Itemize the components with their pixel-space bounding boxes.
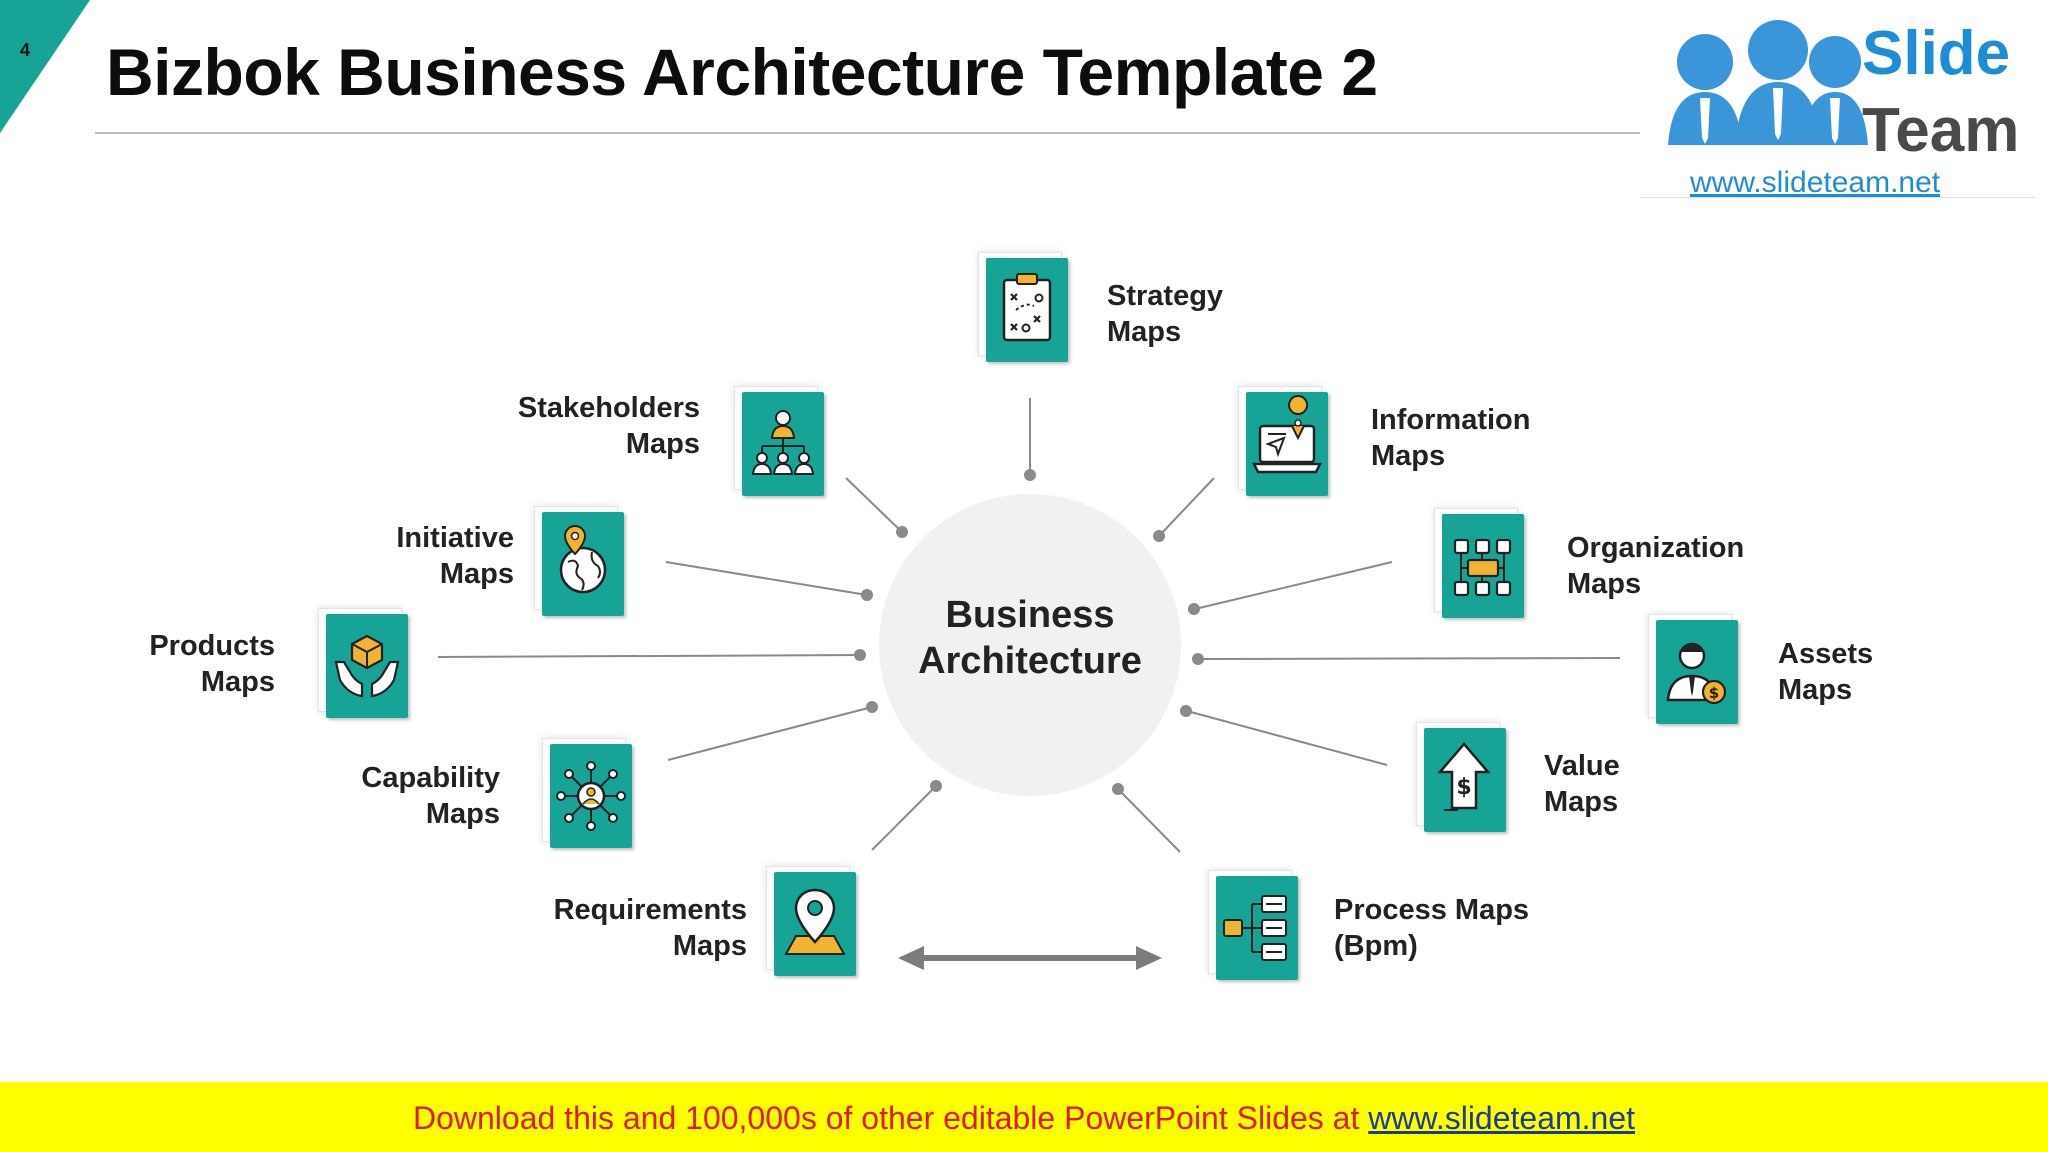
svg-text:$: $ xyxy=(1709,684,1719,702)
logo-word-slide: Slide xyxy=(1862,19,2011,88)
card-assets[interactable]: $ xyxy=(1648,614,1738,724)
connector-dot-assets xyxy=(1192,653,1204,665)
card-initiative[interactable] xyxy=(534,506,624,616)
requirements-location-pin-icon xyxy=(784,888,846,955)
label-organization: Organization Maps xyxy=(1567,530,1744,602)
footer-link[interactable]: www.slideteam.net xyxy=(1368,1100,1636,1136)
label-stakeholders-line1: Stakeholders xyxy=(517,392,700,424)
products-hands-box-icon xyxy=(334,634,400,698)
card-strategy[interactable] xyxy=(978,252,1068,362)
label-value: Value Maps xyxy=(1544,748,1620,820)
connector-dot-organization xyxy=(1188,603,1200,615)
card-products[interactable] xyxy=(318,608,408,718)
people-logo-icon xyxy=(1668,20,1868,145)
title-divider xyxy=(95,132,1640,134)
label-value-line2: Maps xyxy=(1544,786,1619,818)
double-arrow xyxy=(898,946,1162,970)
corner-tab xyxy=(0,0,90,133)
connector-capability xyxy=(667,706,873,761)
label-initiative-line1: Initiative xyxy=(396,522,514,554)
connector-dot-information xyxy=(1153,530,1165,542)
card-process[interactable] xyxy=(1208,870,1298,980)
connector-dot-process xyxy=(1112,783,1124,795)
organization-network-icon xyxy=(1453,538,1512,597)
slide-number: 4 xyxy=(20,40,31,60)
page-title: Bizbok Business Architecture Template 2 xyxy=(106,35,1378,109)
label-products-line1: Products xyxy=(149,630,275,662)
label-organization-line2: Maps xyxy=(1567,568,1642,600)
label-requirements: Requirements Maps xyxy=(547,892,747,964)
capability-hub-icon xyxy=(556,761,626,831)
card-stakeholders[interactable] xyxy=(734,386,824,496)
connector-value xyxy=(1186,710,1388,766)
connector-process xyxy=(1117,788,1181,853)
card-organization[interactable] xyxy=(1434,508,1524,618)
center-label: Business Architecture xyxy=(918,594,1142,682)
card-capability[interactable] xyxy=(542,738,632,848)
label-initiative: Initiative Maps xyxy=(314,520,514,592)
footer-text: Download this and 100,000s of other edit… xyxy=(0,1100,2048,1137)
label-value-line1: Value xyxy=(1544,750,1620,782)
connector-dot-capability xyxy=(866,701,878,713)
label-process-line2: (Bpm) xyxy=(1334,930,1418,962)
connector-initiative xyxy=(665,561,868,596)
connector-dot-initiative xyxy=(861,589,873,601)
label-strategy-line1: Strategy xyxy=(1107,280,1224,312)
footer-message: Download this and 100,000s of other edit… xyxy=(412,1100,1369,1136)
label-initiative-line2: Maps xyxy=(439,558,514,590)
label-capability-line2: Maps xyxy=(425,798,500,830)
label-stakeholders-line2: Maps xyxy=(625,428,700,460)
initiative-globe-pin-icon xyxy=(559,524,607,594)
connector-products xyxy=(437,654,861,658)
label-requirements-line2: Maps xyxy=(672,930,747,962)
card-value[interactable]: $ xyxy=(1416,722,1506,832)
label-strategy-line2: Maps xyxy=(1107,316,1182,348)
label-information-line1: Information xyxy=(1371,404,1531,436)
connector-dot-stakeholders xyxy=(896,526,908,538)
connector-dot-strategy xyxy=(1024,469,1036,481)
slideteam-logo: Slide Team www.slideteam.net xyxy=(1640,0,2035,199)
card-information[interactable] xyxy=(1238,386,1328,496)
label-capability: Capability Maps xyxy=(300,760,500,832)
label-assets-line2: Maps xyxy=(1778,674,1853,706)
label-strategy: Strategy Maps xyxy=(1107,278,1223,350)
logo-url-link[interactable]: www.slideteam.net xyxy=(1690,166,1941,199)
label-assets: Assets Maps xyxy=(1778,636,1873,708)
connector-information xyxy=(1159,477,1215,536)
label-stakeholders: Stakeholders Maps xyxy=(450,390,700,462)
label-capability-line1: Capability xyxy=(361,762,500,794)
connector-assets xyxy=(1197,657,1621,660)
card-requirements[interactable] xyxy=(766,866,856,976)
label-assets-line1: Assets xyxy=(1778,638,1874,670)
label-process: Process Maps (Bpm) xyxy=(1334,892,1529,964)
assets-person-dollar-icon: $ xyxy=(1666,642,1727,705)
label-information: Information Maps xyxy=(1371,402,1531,474)
label-products: Products Maps xyxy=(75,628,275,700)
connector-stakeholders xyxy=(845,477,903,533)
connector-dot-products xyxy=(854,649,866,661)
label-products-line2: Maps xyxy=(200,666,275,698)
value-arrow-dollar-icon: $ xyxy=(1437,742,1491,811)
process-flowchart-icon xyxy=(1223,895,1287,961)
connector-dot-requirements xyxy=(930,780,942,792)
label-requirements-line1: Requirements xyxy=(553,894,747,926)
connector-dot-value xyxy=(1180,705,1192,717)
strategy-clipboard-icon xyxy=(1002,273,1052,342)
label-process-line1: Process Maps xyxy=(1334,894,1530,926)
connector-requirements xyxy=(871,785,937,851)
svg-text:$: $ xyxy=(1456,775,1471,800)
label-organization-line1: Organization xyxy=(1567,532,1745,564)
logo-word-team: Team xyxy=(1862,96,2020,165)
connector-organization xyxy=(1194,561,1393,610)
information-laptop-icon xyxy=(1251,395,1323,474)
footer-banner: Download this and 100,000s of other edit… xyxy=(0,1082,2048,1152)
stakeholders-hierarchy-icon xyxy=(751,410,815,475)
label-information-line2: Maps xyxy=(1371,440,1446,472)
center-circle xyxy=(879,494,1181,796)
